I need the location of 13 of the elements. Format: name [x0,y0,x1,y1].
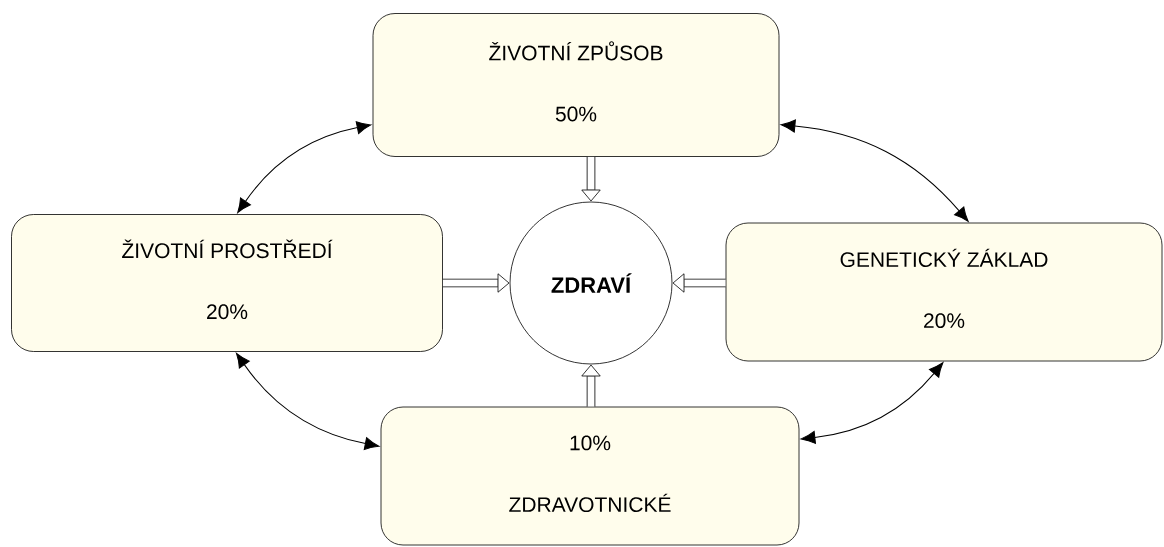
block-arrow [581,364,601,407]
block-arrow [442,273,510,293]
circle-node: ZDRAVÍ [509,201,673,365]
curved-arrow [236,352,380,451]
rounded-box: ŽIVOTNÍ ZPŮSOB 50% [372,13,780,157]
curved-arrow [780,119,969,222]
curved-arrow [800,362,944,444]
rounded-box: 10% ZDRAVOTNICKÉ [380,406,800,546]
curved-arrow [237,121,372,214]
rounded-box: ŽIVOTNÍ PROSTŘEDÍ 20% [11,214,443,352]
block-arrow [581,156,601,202]
block-arrow [672,273,726,293]
rounded-box: GENETICKÝ ZÁKLAD 20% [725,222,1163,362]
